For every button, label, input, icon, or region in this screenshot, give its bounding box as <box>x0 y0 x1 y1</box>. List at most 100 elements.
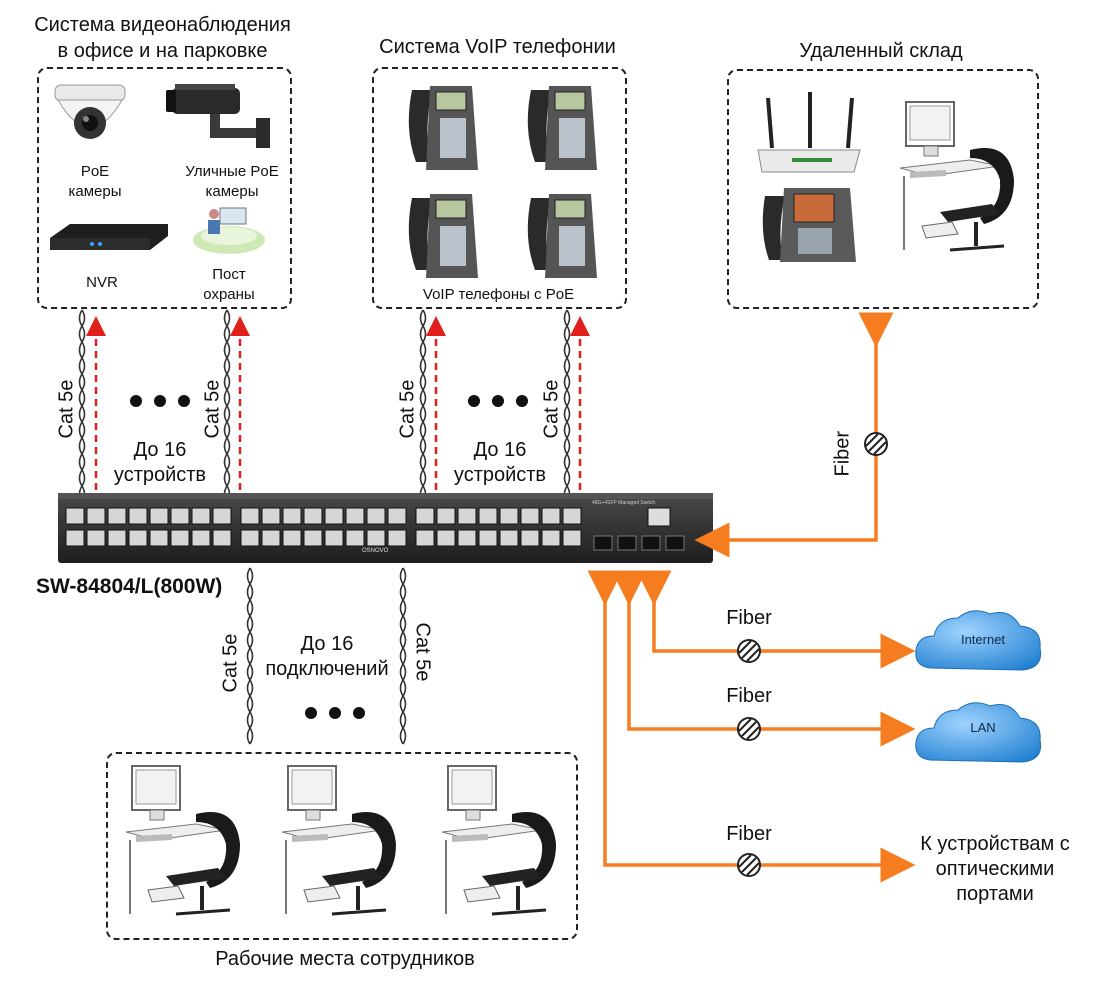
street-camera-icon <box>166 84 270 148</box>
rj45-port <box>366 507 386 525</box>
cat5e-label: Cat 5e <box>540 379 563 439</box>
more-devices-dots <box>462 394 534 412</box>
rj45-port <box>415 507 435 525</box>
cat5e-label: Cat 5e <box>201 379 224 439</box>
rj45-port <box>240 507 260 525</box>
rj45-port <box>303 529 323 547</box>
voip-title: Система VoIP телефонии <box>379 36 616 58</box>
rj45-port <box>436 529 456 547</box>
rj45-port <box>282 507 302 525</box>
rj45-port <box>562 507 582 525</box>
workstation-icon <box>441 765 556 916</box>
rj45-port <box>261 507 281 525</box>
rj45-port <box>520 507 540 525</box>
voip-phone-icon <box>527 194 597 278</box>
voip-phone-icon <box>408 194 478 278</box>
switch-model: SW-84804/L(800W) <box>36 575 223 598</box>
workstations-group-box <box>106 752 578 940</box>
rj45-port <box>415 529 435 547</box>
workstation-icon <box>125 765 240 916</box>
rj45-port <box>541 507 561 525</box>
cat5e-label: Cat 5e <box>411 622 434 682</box>
rj45-port <box>261 529 281 547</box>
rj45-port <box>240 529 260 547</box>
nvr-icon <box>50 224 168 250</box>
fiber-label: Fiber <box>726 685 772 707</box>
cctv-title: Система видеонаблюдения в офисе и на пар… <box>34 14 291 62</box>
rj45-port <box>170 529 190 547</box>
fiber-label: Fiber <box>726 607 772 629</box>
rj45-port <box>436 507 456 525</box>
rj45-port <box>387 507 407 525</box>
rj45-port <box>366 529 386 547</box>
voip-caption: VoIP телефоны с PoE <box>422 286 575 303</box>
rj45-port <box>303 507 323 525</box>
rj45-port <box>387 529 407 547</box>
rj45-port <box>128 529 148 547</box>
rj45-port <box>212 529 232 547</box>
voip-phone-icon <box>408 86 478 170</box>
rj45-port <box>324 507 344 525</box>
rj45-port <box>562 529 582 547</box>
lan-cloud-icon <box>915 702 1042 763</box>
cat5e-label: Cat 5e <box>55 379 78 439</box>
more-devices-dots <box>299 706 371 724</box>
rj45-port <box>107 529 127 547</box>
rj45-port <box>170 507 190 525</box>
workstation-icon <box>899 101 1014 252</box>
voip-phone-icon <box>527 86 597 170</box>
rj45-port <box>457 507 477 525</box>
rj45-port <box>191 529 211 547</box>
switch-brand: OSNOVO <box>362 548 389 554</box>
cat5e-label: Cat 5e <box>396 379 419 439</box>
twisted-pair-cables <box>78 309 571 745</box>
rj45-port <box>324 529 344 547</box>
fiber-label: Fiber <box>726 823 772 845</box>
rj45-port <box>86 529 106 547</box>
poe-power-arrows <box>86 316 590 490</box>
workstations-caption: Рабочие места сотрудников <box>215 948 475 970</box>
rj45-port <box>149 507 169 525</box>
fiber-connector-icon <box>737 639 761 663</box>
warehouse-title: Удаленный склад <box>799 40 963 62</box>
fiber-connector-icon <box>737 853 761 877</box>
video-phone-icon <box>762 188 856 262</box>
rj45-port <box>541 529 561 547</box>
wifi-router-icon <box>757 92 861 173</box>
fiber-label: Fiber <box>831 430 854 477</box>
rj45-port <box>345 507 365 525</box>
rj45-port <box>107 507 127 525</box>
rj45-port <box>128 507 148 525</box>
guard-post-icon <box>193 207 265 254</box>
rj45-port <box>86 507 106 525</box>
rj45-port <box>191 507 211 525</box>
rj45-port <box>149 529 169 547</box>
network-switch <box>58 493 713 563</box>
fiber-lines <box>587 312 916 883</box>
rj45-port <box>345 529 365 547</box>
warehouse-group-box <box>727 69 1039 309</box>
rj45-port <box>478 529 498 547</box>
nvr-label: NVR <box>86 274 118 291</box>
rj45-port <box>520 529 540 547</box>
rj45-port <box>65 507 85 525</box>
workstation-icon <box>281 765 396 916</box>
more-devices-dots <box>124 394 196 412</box>
internet-label: Internet <box>960 632 1006 647</box>
rj45-port <box>65 529 85 547</box>
fiber-connector-icon <box>737 717 761 741</box>
rj45-port <box>499 529 519 547</box>
dome-camera-icon <box>54 84 126 139</box>
voip-group-box <box>372 67 627 309</box>
internet-cloud-icon <box>915 610 1042 671</box>
fiber-connector-icon <box>864 432 888 456</box>
rj45-port <box>212 507 232 525</box>
rj45-port <box>478 507 498 525</box>
